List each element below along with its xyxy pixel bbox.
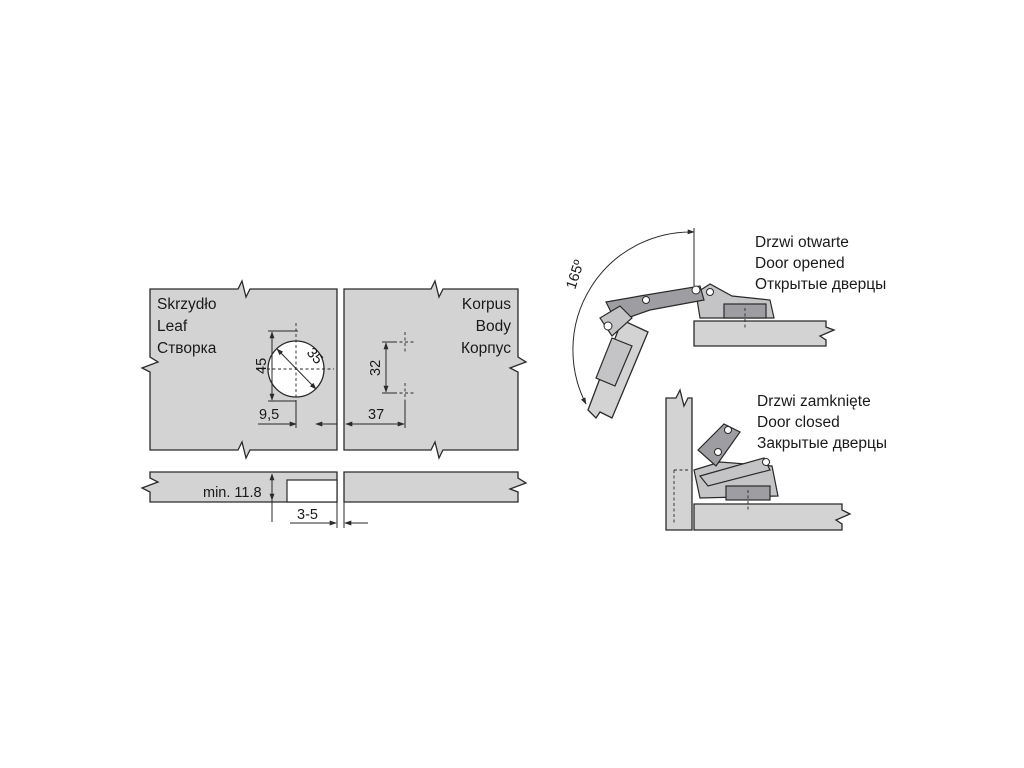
dim-vertical: 32 bbox=[368, 360, 384, 376]
door-closed-label-ru: Закрытые дверцы bbox=[757, 435, 887, 452]
dim-height: 45 bbox=[254, 358, 270, 374]
body-label-en: Body bbox=[476, 318, 512, 335]
door-opened-view: Drzwi otwarte Door opened Открытые дверц… bbox=[564, 228, 886, 420]
dim-horizontal: 37 bbox=[368, 407, 384, 423]
body-label-pl: Korpus bbox=[462, 296, 511, 313]
opening-angle: 165º bbox=[564, 258, 589, 292]
dim-edge: 9,5 bbox=[259, 407, 279, 423]
door-opened-label-pl: Drzwi otwarte bbox=[755, 234, 849, 251]
dim-min-thickness: min. 11.8 bbox=[203, 485, 262, 501]
body-label-ru: Корпус bbox=[461, 340, 511, 357]
leaf-panel: Skrzydło Leaf Створка 35 45 9,5 bbox=[140, 279, 338, 460]
leaf-label-ru: Створка bbox=[157, 340, 217, 357]
door-opened-label-en: Door opened bbox=[755, 255, 845, 272]
cup-recess bbox=[286, 479, 338, 503]
door-closed-label-pl: Drzwi zamknięte bbox=[757, 393, 871, 410]
leaf-label-pl: Skrzydło bbox=[157, 296, 216, 313]
dim-gap: 3-5 bbox=[297, 507, 318, 523]
door-closed-label-en: Door closed bbox=[757, 414, 840, 431]
door-closed-view: Drzwi zamknięte Door closed Закрытые две… bbox=[665, 388, 887, 531]
section-view: min. 11.8 3-5 bbox=[140, 471, 528, 528]
opening-angle-arc bbox=[572, 229, 695, 405]
door-opened-label-ru: Открытые дверцы bbox=[755, 276, 886, 293]
body-panel: Korpus Body Корпус 32 37 bbox=[343, 279, 528, 460]
leaf-label-en: Leaf bbox=[157, 318, 188, 335]
